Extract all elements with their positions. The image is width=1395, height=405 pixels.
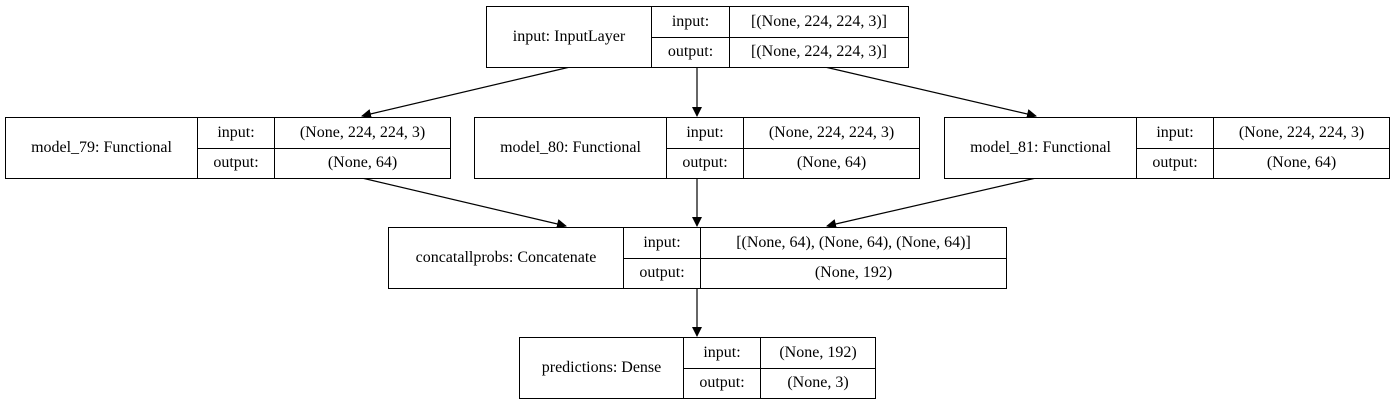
edge-input-to-model-79 xyxy=(361,66,571,119)
node-concatenate[interactable]: concatallprobs: Concatenate input: outpu… xyxy=(388,227,1007,289)
input-shape: [(None, 64), (None, 64), (None, 64)] xyxy=(736,233,971,251)
output-shape: (None, 3) xyxy=(761,367,875,399)
input-label: input: xyxy=(217,123,255,141)
node-title: model_81: Functional xyxy=(945,118,1137,178)
input-label: input: xyxy=(643,233,681,251)
node-title: input: InputLayer xyxy=(487,7,652,67)
node-model-81[interactable]: model_81: Functional input: output: (Non… xyxy=(944,117,1390,179)
edge-model-81-to-concat xyxy=(826,177,1037,229)
input-shape: (None, 192) xyxy=(779,343,857,361)
input-label: input: xyxy=(686,123,724,141)
output-shape: (None, 64) xyxy=(275,147,450,179)
input-shape: [(None, 224, 224, 3)] xyxy=(751,12,887,30)
node-model-79[interactable]: model_79: Functional input: output: (Non… xyxy=(5,117,451,179)
edge-input-to-model-81 xyxy=(824,66,1037,119)
input-shape: (None, 224, 224, 3) xyxy=(299,123,426,141)
node-title: model_80: Functional xyxy=(475,118,667,178)
node-model-80[interactable]: model_80: Functional input: output: (Non… xyxy=(474,117,920,179)
node-predictions[interactable]: predictions: Dense input: output: (None,… xyxy=(519,337,876,399)
output-label: output: xyxy=(667,147,743,179)
output-shape: (None, 64) xyxy=(744,147,919,179)
output-label: output: xyxy=(652,36,729,68)
node-input-layer[interactable]: input: InputLayer input: output: [(None,… xyxy=(486,6,909,68)
input-shape: (None, 224, 224, 3) xyxy=(1238,123,1365,141)
node-title: predictions: Dense xyxy=(520,338,684,398)
input-label: input: xyxy=(1156,123,1194,141)
output-shape: [(None, 224, 224, 3)] xyxy=(730,36,908,68)
output-shape: (None, 64) xyxy=(1214,147,1389,179)
output-shape: (None, 192) xyxy=(701,257,1006,289)
input-label: input: xyxy=(671,12,710,30)
input-shape: (None, 224, 224, 3) xyxy=(768,123,895,141)
edge-model-79-to-concat xyxy=(361,177,567,229)
input-label: input: xyxy=(703,343,741,361)
node-title: model_79: Functional xyxy=(6,118,198,178)
output-label: output: xyxy=(198,147,274,179)
node-title: concatallprobs: Concatenate xyxy=(389,228,624,288)
output-label: output: xyxy=(624,257,700,289)
output-label: output: xyxy=(1137,147,1213,179)
output-label: output: xyxy=(684,367,760,399)
